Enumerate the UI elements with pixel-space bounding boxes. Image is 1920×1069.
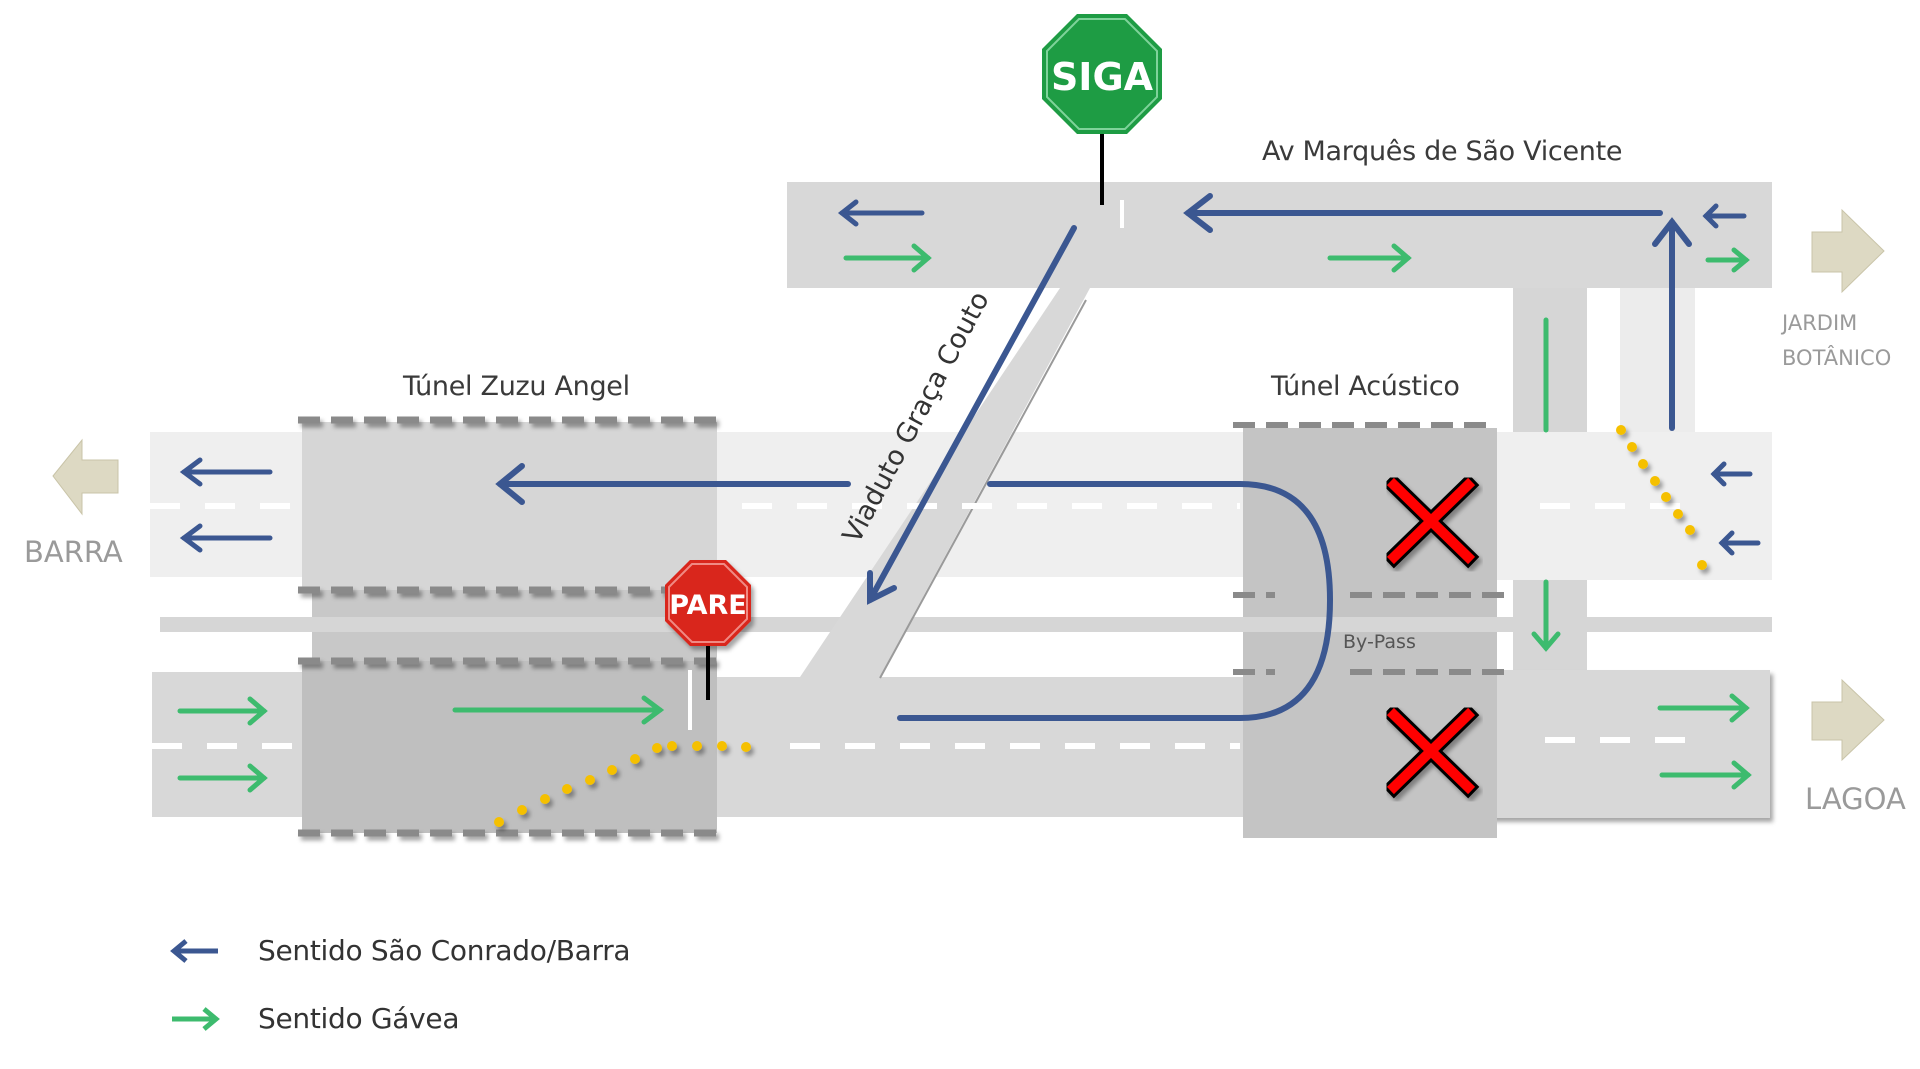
arrow-right-icon — [177, 763, 268, 793]
pare-sign: PARE — [665, 560, 751, 730]
arrow-down-left-icon — [867, 225, 1077, 605]
arrow-left-icon — [170, 938, 218, 963]
road-av-marques — [787, 182, 1772, 288]
arrow-left-icon — [1718, 530, 1761, 556]
viaduct-edge — [879, 299, 1087, 679]
arrow-right-icon — [452, 695, 665, 725]
arrow-up-icon — [1652, 217, 1692, 431]
legend-label: Sentido Gávea — [258, 1002, 460, 1035]
arrow-left-icon — [179, 457, 273, 487]
green-arrows — [177, 243, 1752, 793]
legend-item: Sentido São Conrado/Barra — [170, 934, 631, 967]
closed-x-icon — [1382, 703, 1480, 799]
siga-text: SIGA — [1051, 55, 1154, 99]
cone-dots-left — [494, 741, 751, 827]
tunnel-label-acustico: Túnel Acústico — [1271, 371, 1460, 402]
octagon-icon — [665, 560, 751, 646]
arrow-left-icon — [495, 463, 851, 505]
bypass-label: By-Pass — [1343, 631, 1416, 653]
destination-jardim-botanico-line2: BOTÂNICO — [1782, 346, 1892, 370]
destination-lagoa: LAGOA — [1805, 782, 1906, 816]
arrow-right-icon — [177, 696, 268, 726]
destination-arrow-left-icon — [52, 438, 119, 516]
destination-arrow-right-icon — [1811, 208, 1885, 294]
road-lower-right — [1483, 670, 1770, 818]
arrow-left-icon — [837, 199, 925, 227]
connector-up — [1620, 288, 1695, 433]
arrow-left-icon — [179, 523, 273, 553]
arrow-right-icon — [1659, 760, 1752, 790]
arrow-right-icon — [1327, 243, 1412, 273]
arrow-right-icon — [1657, 693, 1750, 723]
arrow-left-icon — [1702, 203, 1747, 229]
road-label-av-marques: Av Marquês de São Vicente — [1262, 136, 1623, 167]
tunnel-label-zuzu-angel: Túnel Zuzu Angel — [403, 371, 630, 402]
lane-dashes — [150, 503, 1700, 749]
destination-arrow-right-icon — [1811, 678, 1885, 762]
tunnel-zuzu-angel — [298, 416, 718, 837]
legend-item: Sentido Gávea — [170, 1002, 460, 1035]
arrow-right-icon — [172, 1006, 220, 1031]
legend-label: Sentido São Conrado/Barra — [258, 934, 631, 967]
pare-text: PARE — [669, 590, 746, 621]
road-upper-right — [1497, 432, 1772, 580]
blue-arrows — [179, 193, 1761, 721]
siga-sign: SIGA — [1042, 14, 1162, 228]
cone-dots-right — [1616, 425, 1707, 570]
destination-barra: BARRA — [24, 535, 123, 569]
arrow-left-icon — [1710, 461, 1753, 487]
closed-x-icon — [1382, 473, 1480, 569]
arrow-left-icon — [1183, 193, 1663, 233]
arrow-right-icon — [1705, 247, 1750, 273]
octagon-icon — [1042, 14, 1162, 134]
destination-jardim-botanico-line1: JARDIM — [1782, 311, 1858, 335]
arrow-right-icon — [843, 243, 932, 273]
uturn-path — [897, 481, 1334, 721]
arrow-down-icon — [1531, 579, 1561, 652]
